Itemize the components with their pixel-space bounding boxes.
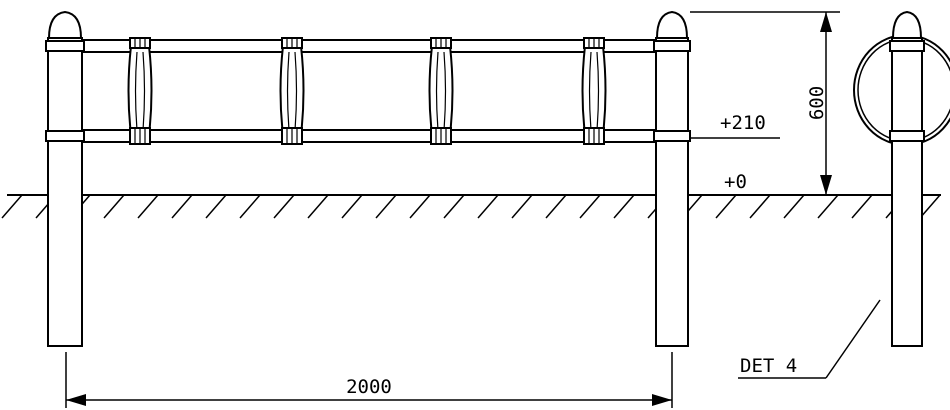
level-ground-text: +0 — [724, 171, 747, 193]
height-dimension-text: 600 — [806, 86, 828, 120]
wheel-holder-body — [127, 45, 153, 136]
ground-hatch-line — [409, 194, 431, 219]
wheel-holder-4 — [581, 37, 607, 145]
side-view-collar-top — [889, 40, 925, 52]
wheel-holder-inner-lines — [588, 51, 600, 131]
side-view-post-cap — [891, 10, 923, 39]
ground-hatch-line — [851, 194, 873, 219]
ground-hatch-line — [239, 194, 261, 219]
side-view-post-body — [891, 37, 923, 347]
level-markers: +210 +0 — [690, 112, 780, 193]
post-right-body — [655, 37, 689, 347]
wheel-holder-1 — [127, 37, 153, 145]
ground-hatch-line — [137, 194, 159, 219]
wheel-holder-2 — [279, 37, 305, 145]
ground-hatch-line — [715, 194, 737, 219]
ground-hatch-line — [613, 194, 635, 219]
rails — [83, 39, 655, 143]
ground-hatch-line — [307, 194, 329, 219]
height-dimension: 600 — [690, 11, 840, 195]
wheel-holder-inner-lines — [134, 51, 146, 131]
ground-hatch-line — [477, 194, 499, 219]
post-right-collar-bottom — [653, 130, 691, 142]
ground-hatch-line — [375, 194, 397, 219]
post-left — [45, 10, 85, 347]
wheel-holder-body — [428, 45, 454, 136]
side-view-collar-bottom — [889, 130, 925, 142]
wheel-holder-inner-lines — [435, 51, 447, 131]
wheel-holder-inner-lines — [286, 51, 298, 131]
ground-hatch-line — [1, 194, 23, 219]
ground-hatch-line — [749, 194, 771, 219]
detail-callout-text: DET 4 — [740, 355, 797, 377]
detail-callout: DET 4 — [738, 299, 881, 379]
detail-callout-leader — [825, 299, 881, 379]
ground-hatch-line — [273, 194, 295, 219]
wheel-holder-body — [279, 45, 305, 136]
side-view — [853, 10, 950, 347]
width-arrow-left — [66, 394, 86, 406]
post-left-body — [47, 37, 83, 347]
ground-hatch-line — [511, 194, 533, 219]
width-dimension: 2000 — [65, 352, 673, 408]
wheel-holder-body — [581, 45, 607, 136]
post-right-cap — [655, 10, 689, 39]
ground-hatch-line — [171, 194, 193, 219]
ground-hatch-line — [443, 194, 465, 219]
post-right — [653, 10, 691, 347]
ground-hatch-line — [103, 194, 125, 219]
post-right-collar-top — [653, 40, 691, 52]
height-arrow-bottom — [820, 175, 832, 195]
rail-top — [83, 39, 655, 53]
post-left-collar-top — [45, 40, 85, 52]
level-upper-text: +210 — [720, 112, 766, 134]
ground-hatch-line — [545, 194, 567, 219]
post-left-cap — [47, 10, 83, 39]
ground-hatching — [1, 194, 941, 219]
ground-hatch-line — [341, 194, 363, 219]
post-left-collar-bottom — [45, 130, 85, 142]
wheel-holders — [127, 37, 607, 145]
ground-hatch-line — [783, 194, 805, 219]
ground-hatch-line — [817, 194, 839, 219]
ground — [1, 194, 941, 219]
height-arrow-top — [820, 12, 832, 32]
ground-hatch-line — [919, 194, 941, 219]
ground-hatch-line — [579, 194, 601, 219]
width-dimension-text: 2000 — [346, 376, 392, 398]
ground-hatch-line — [205, 194, 227, 219]
wheel-holder-3 — [428, 37, 454, 145]
rail-bottom — [83, 129, 655, 143]
width-arrow-right — [652, 394, 672, 406]
